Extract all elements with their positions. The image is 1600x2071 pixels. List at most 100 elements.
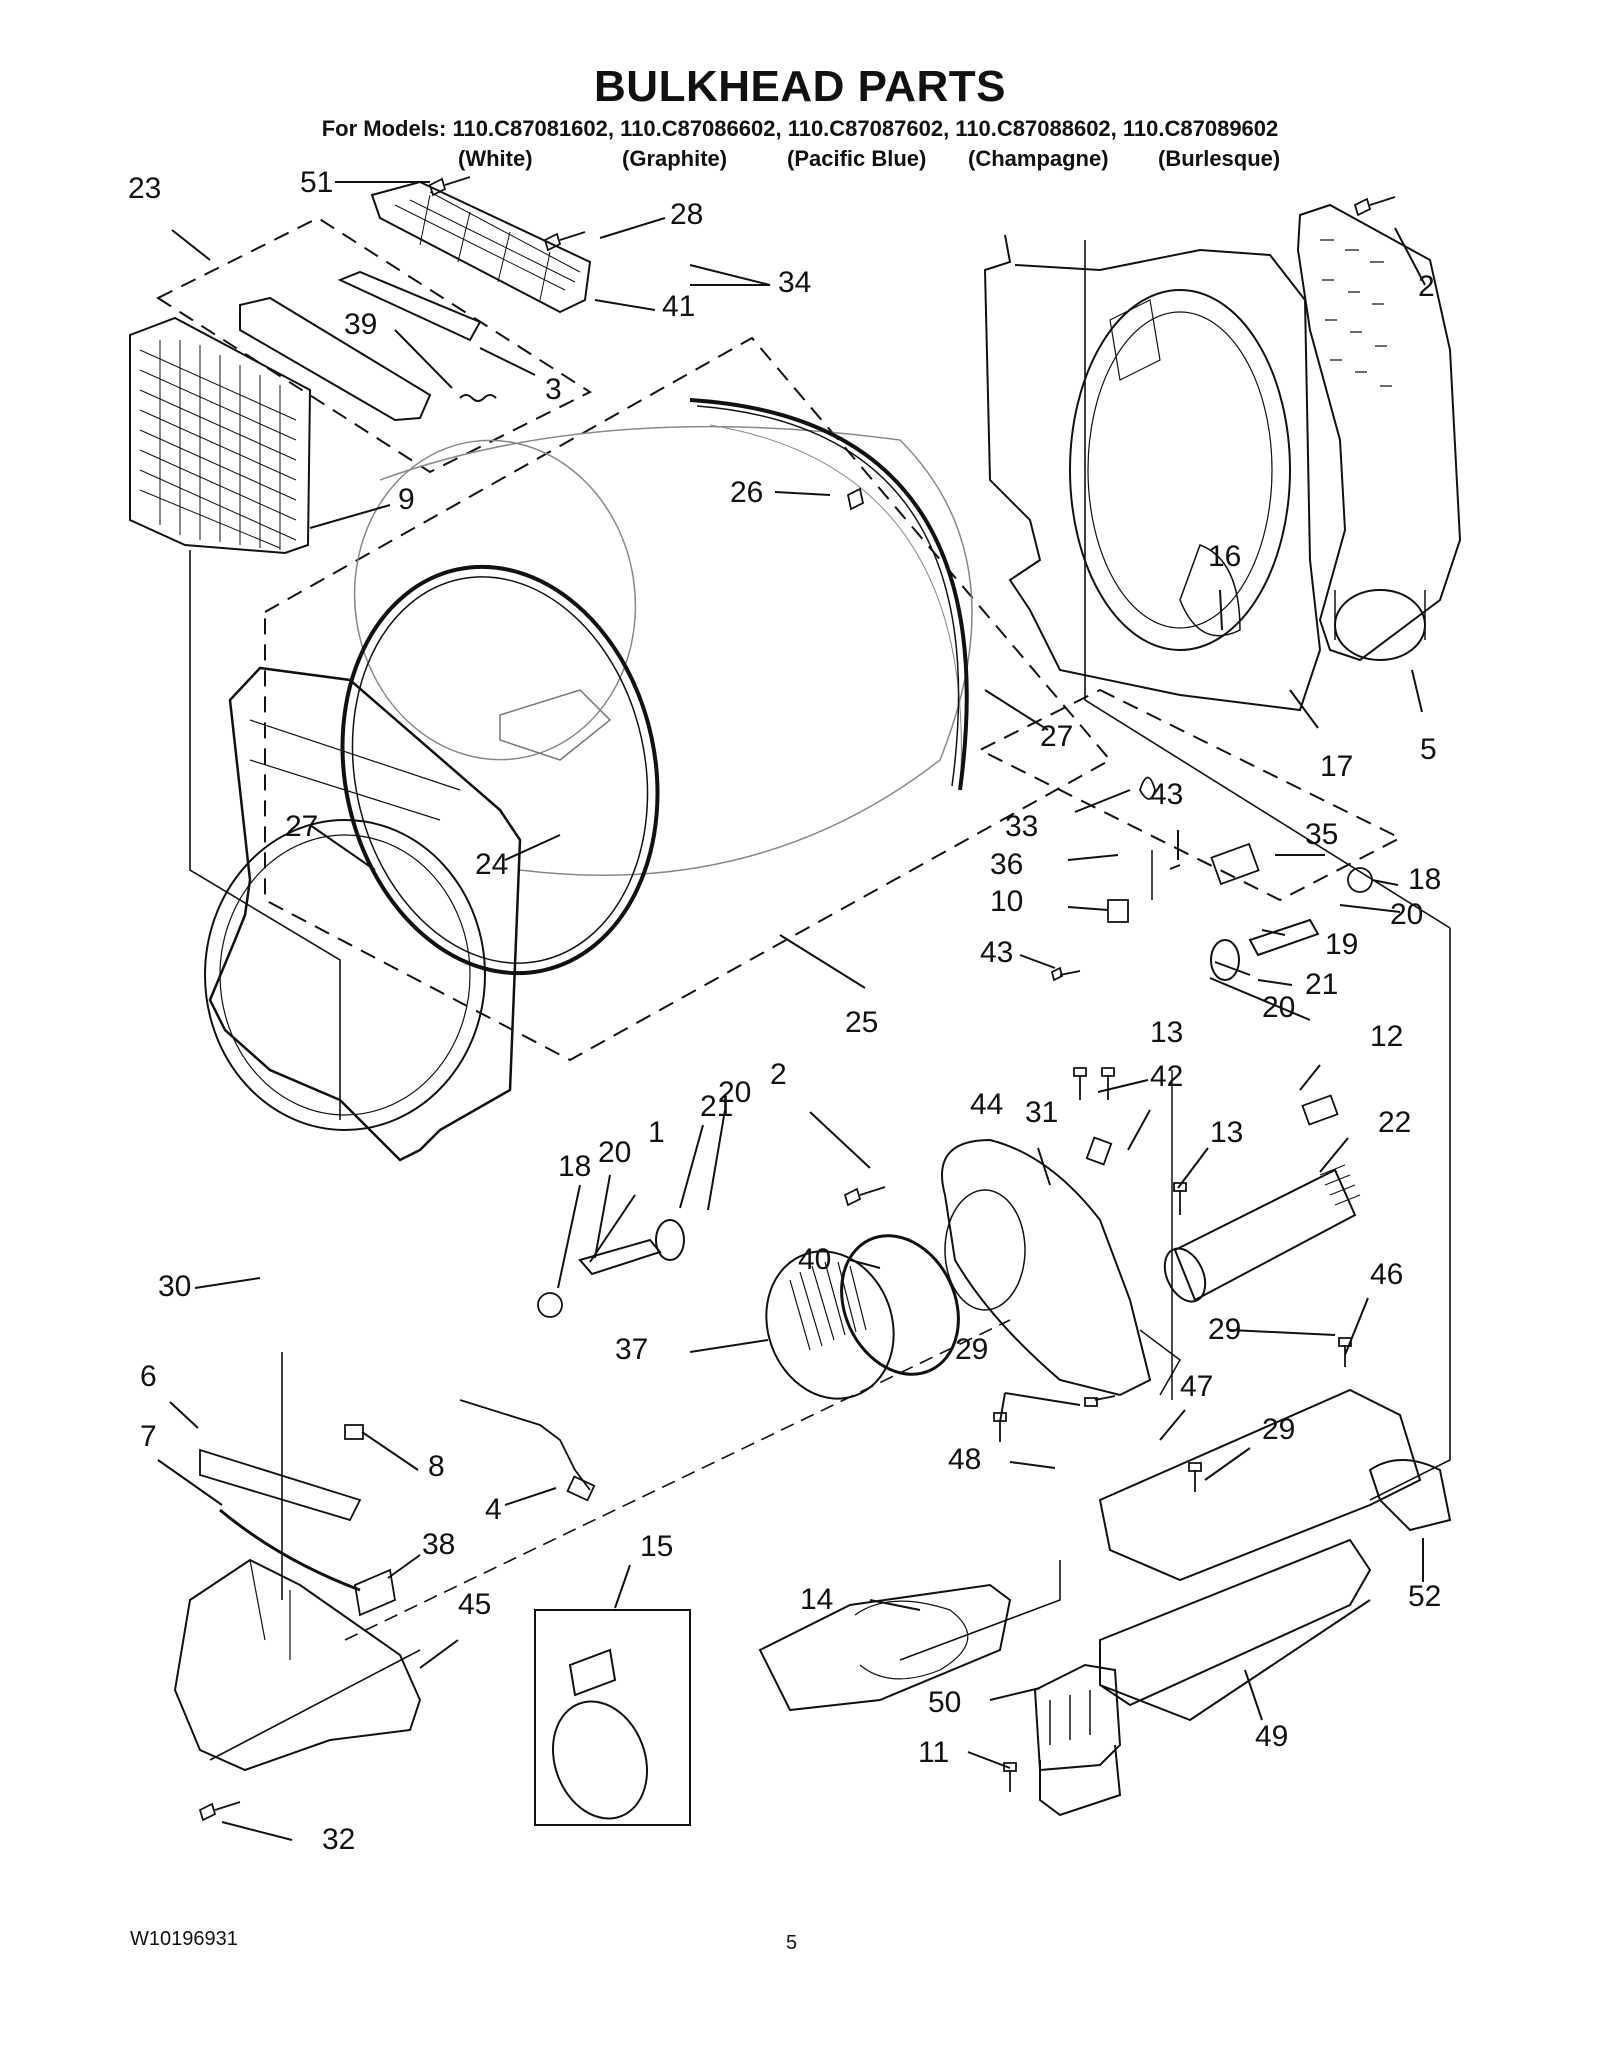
- screws: [198, 176, 1396, 1822]
- callout-label: 18: [1408, 863, 1442, 896]
- callout-label: 40: [798, 1243, 832, 1276]
- callout-label: 21: [700, 1090, 734, 1123]
- callout-label: 13: [1150, 1016, 1184, 1049]
- callout-label: 45: [458, 1588, 492, 1621]
- lint-screen: [129, 316, 312, 555]
- drum-seal-front: [340, 564, 660, 976]
- connector-lines: [189, 240, 1451, 1761]
- callout-label: 43: [980, 936, 1014, 969]
- blower-housing: [941, 1138, 1181, 1397]
- shield-plate: [1033, 1663, 1122, 1817]
- callout-label: 27: [285, 810, 319, 843]
- callout-label: 29: [1262, 1413, 1296, 1446]
- callout-label: 9: [398, 483, 415, 516]
- callout-label: 35: [1305, 818, 1339, 851]
- callout-label: 41: [662, 290, 696, 323]
- thermostat-group: [977, 688, 1403, 902]
- thermal-fuse: [1210, 842, 1260, 886]
- color-label: (Champagne): [968, 146, 1109, 171]
- callout-label: 38: [422, 1528, 456, 1561]
- callout-label: 20: [598, 1136, 632, 1169]
- connector-line: [344, 1319, 1011, 1641]
- small-parts: [199, 776, 1373, 1617]
- callout-label: 44: [970, 1088, 1004, 1121]
- nut: [344, 1424, 364, 1440]
- clip-12: [1301, 1094, 1339, 1126]
- callout-label: 29: [1208, 1313, 1242, 1346]
- heater-box: [1099, 1538, 1372, 1722]
- connector-line: [899, 1560, 1061, 1661]
- blower-wheel: [765, 1250, 895, 1400]
- color-label: (Graphite): [622, 146, 728, 171]
- front-bulkhead: [204, 666, 522, 1162]
- connector-line: [209, 1649, 421, 1761]
- filter-assembly-group: [155, 216, 593, 474]
- callout-label: 7: [140, 1420, 157, 1453]
- callout-label: 31: [1025, 1096, 1059, 1129]
- callout-label: 10: [990, 885, 1024, 918]
- color-label: (Burlesque): [1158, 146, 1281, 171]
- callout-label: 47: [1180, 1370, 1214, 1403]
- fuse: [1085, 1136, 1113, 1166]
- color-label: (Pacific Blue): [787, 146, 927, 171]
- connector-line: [1084, 240, 1451, 929]
- callout-label: 2: [1418, 270, 1435, 303]
- service-kit-box: [534, 1609, 691, 1826]
- callout-label: 42: [1150, 1060, 1184, 1093]
- callout-label: 26: [730, 476, 764, 509]
- callout-label: 25: [845, 1006, 879, 1039]
- connector-line: [189, 550, 341, 1120]
- callout-label: 20: [718, 1076, 752, 1109]
- callout-label: 29: [955, 1333, 989, 1366]
- exhaust-duct: [1296, 203, 1462, 662]
- callout-label: 33: [1005, 810, 1039, 843]
- callout-label: 5: [1420, 733, 1437, 766]
- callout-label: 14: [800, 1583, 834, 1616]
- rail: [199, 1448, 362, 1522]
- color-label: (White): [458, 146, 533, 171]
- lint-screen-mesh: [139, 340, 297, 550]
- callout-label: 52: [1408, 1580, 1442, 1613]
- drum-seal-rear: [689, 398, 969, 791]
- callout-label: 20: [1262, 991, 1296, 1024]
- callout-label: 50: [928, 1686, 962, 1719]
- dashed-group-outlines: [155, 216, 1403, 1062]
- page-title: BULKHEAD PARTS: [594, 62, 1006, 111]
- callout-label: 34: [778, 266, 812, 299]
- wire-harness: [459, 1399, 591, 1491]
- callout-label: 8: [428, 1450, 445, 1483]
- callout-label: 30: [158, 1270, 192, 1303]
- callout-label: 6: [140, 1360, 157, 1393]
- callout-label: 43: [1150, 778, 1184, 811]
- blower-seal: [840, 1234, 960, 1376]
- thermistor: [1139, 776, 1156, 800]
- heater-bracket: [1098, 1388, 1452, 1582]
- lint-duct: [173, 1558, 422, 1772]
- vent-tube: [1163, 1164, 1361, 1303]
- callout-label: 18: [558, 1150, 592, 1183]
- sensor-bracket: [1107, 899, 1129, 923]
- roller-shaft-front: [578, 1219, 685, 1276]
- callout-label: 13: [1210, 1116, 1244, 1149]
- rear-bulkhead: [983, 234, 1322, 712]
- callout-label: 4: [485, 1493, 502, 1526]
- clip: [353, 1568, 397, 1617]
- connector-line: [1369, 928, 1451, 1501]
- drum-baffle: [499, 689, 612, 761]
- callout-label: 28: [670, 198, 704, 231]
- callout-label: 49: [1255, 1720, 1289, 1753]
- callout-label: 37: [615, 1333, 649, 1366]
- model-list: For Models: 110.C87081602, 110.C87086602…: [321, 116, 1279, 141]
- callout-label: 19: [1325, 928, 1359, 961]
- roller-shaft-rear: [1210, 918, 1320, 981]
- callout-label: 16: [1208, 540, 1242, 573]
- callout-label: 22: [1378, 1106, 1412, 1139]
- callout-label: 12: [1370, 1020, 1404, 1053]
- callout-label: 36: [990, 848, 1024, 881]
- callout-label: 3: [545, 373, 562, 406]
- callout-label: 15: [640, 1530, 674, 1563]
- callout-label: 46: [1370, 1258, 1404, 1291]
- callout-label: 48: [948, 1443, 982, 1476]
- service-kit-parts: [551, 1648, 649, 1820]
